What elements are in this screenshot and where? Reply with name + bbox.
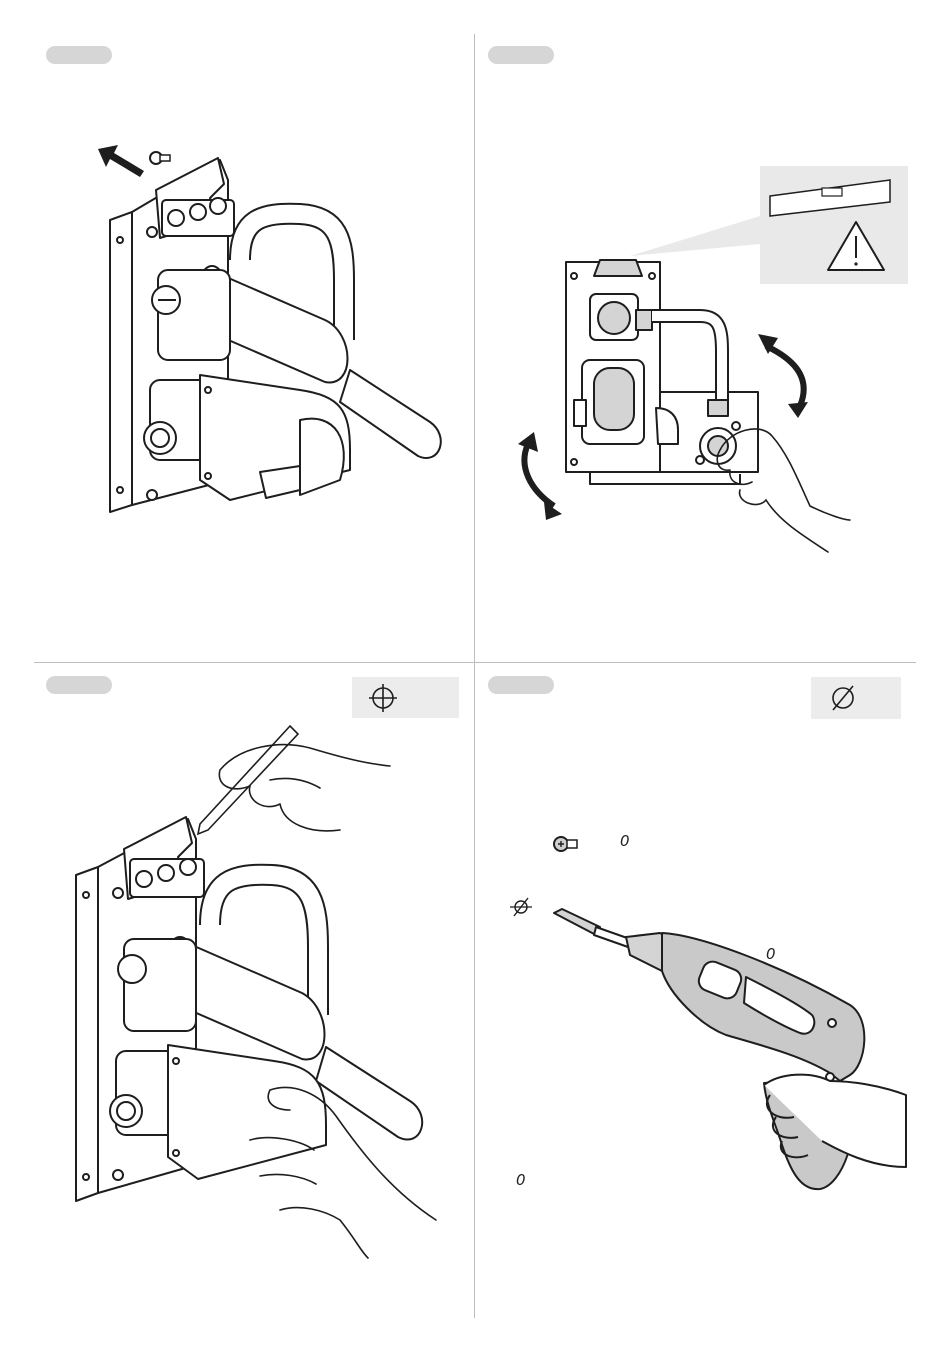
step-badge (488, 46, 554, 64)
diameter-icon (510, 896, 532, 918)
symbol-box (811, 677, 901, 719)
step-badge (46, 46, 112, 64)
drill-icon (550, 905, 910, 1195)
step-badge (46, 676, 112, 694)
crosshair-icon (369, 684, 397, 712)
horizontal-divider (34, 662, 916, 663)
diameter-icon (829, 684, 857, 712)
step-badge (488, 676, 554, 694)
curved-double-arrow-icon (752, 326, 822, 418)
hand-icon (700, 410, 860, 560)
hand-icon (240, 1080, 440, 1260)
vertical-divider (474, 34, 475, 1318)
dimension-label: 0 (620, 834, 630, 849)
valve-body-drawing (100, 150, 460, 520)
dimension-label: 0 (516, 1173, 526, 1188)
screw-icon (552, 834, 578, 854)
curved-double-arrow-icon (510, 430, 570, 520)
symbol-box (352, 677, 459, 718)
